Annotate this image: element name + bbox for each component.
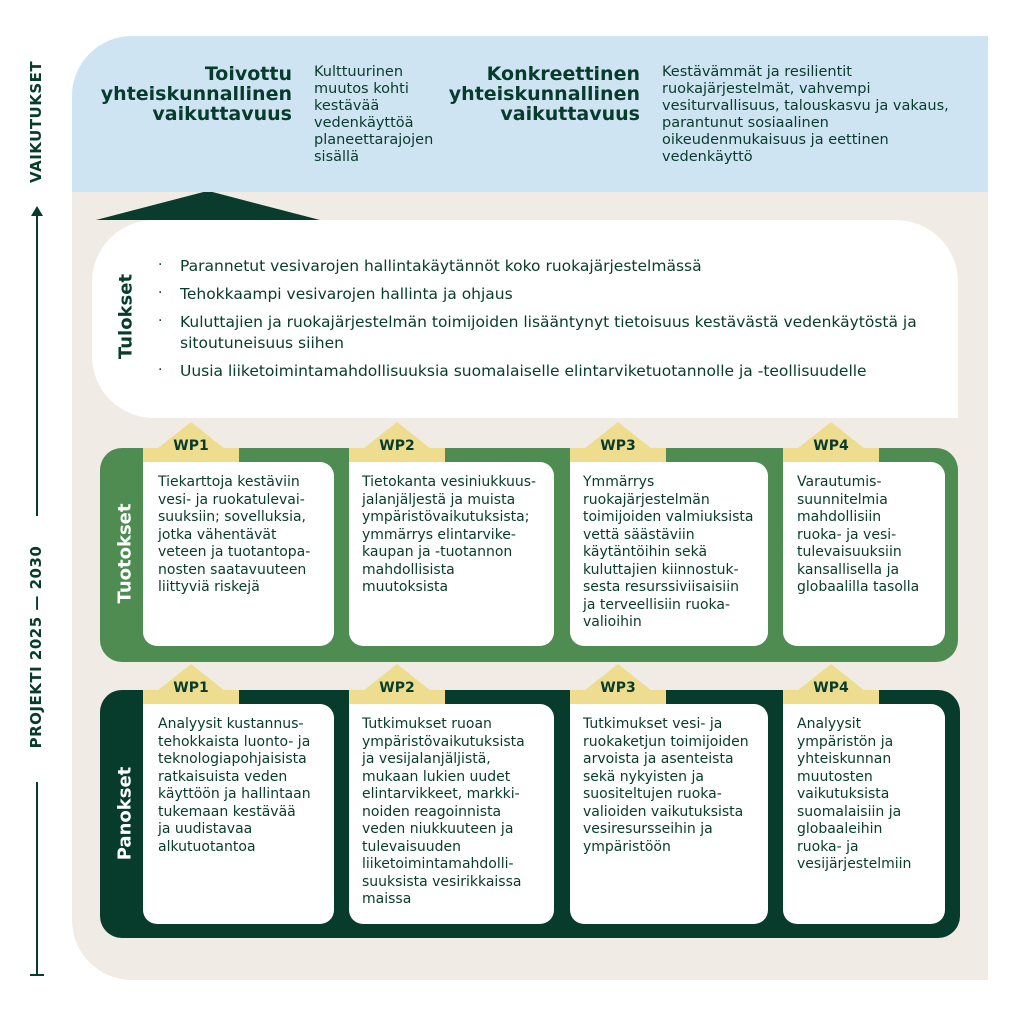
wp-label: WP1 bbox=[173, 680, 209, 696]
wp-label: WP4 bbox=[813, 438, 849, 454]
wp-tab-base bbox=[570, 448, 666, 462]
wp-tab-base bbox=[349, 448, 445, 462]
list-item: · Kuluttajien ja ruokajärjestelmän toimij… bbox=[158, 312, 948, 354]
bullet-icon: · bbox=[158, 313, 163, 329]
wp-tab-base bbox=[570, 690, 666, 704]
concrete-impact-text: Kestävämmät ja resilientit ruokajärjeste… bbox=[662, 64, 949, 165]
axis-label-vaikutukset: VAIKUTUKSET bbox=[27, 60, 45, 183]
tuotos-card bbox=[570, 462, 768, 646]
panos-card-text: Analyysit kustannus- tehokkaista luonto-… bbox=[158, 716, 311, 855]
tuotos-card bbox=[143, 462, 334, 646]
list-item-text: Uusia liiketoimintamahdollisuuksia suoma… bbox=[180, 362, 867, 380]
tuotos-card bbox=[783, 462, 945, 646]
tulokset-label: Tulokset bbox=[115, 273, 137, 360]
list-item-text: Kuluttajien ja ruokajärjestelmän toimijo… bbox=[180, 313, 917, 352]
wp-label: WP2 bbox=[379, 680, 415, 696]
list-item-text: Tehokkaampi vesivarojen hallinta ja ohja… bbox=[180, 285, 513, 303]
axis-label-projekti: PROJEKTI 2025 — 2030 bbox=[27, 545, 45, 749]
tuotos-card-text: Varautumis- suunnitelmia mahdollisiin ru… bbox=[797, 474, 920, 595]
panos-card bbox=[349, 704, 554, 924]
axis-line-bottom bbox=[36, 782, 38, 974]
panos-card bbox=[783, 704, 945, 924]
wp-label: WP2 bbox=[379, 438, 415, 454]
wp-label: WP3 bbox=[600, 680, 636, 696]
wp-tab-base bbox=[143, 690, 239, 704]
impact-band bbox=[72, 36, 988, 192]
panos-card-text: Analyysit ympäristön ja yhteiskunnan muu… bbox=[797, 716, 912, 872]
wp-label: WP4 bbox=[813, 680, 849, 696]
wp-tab-base bbox=[783, 448, 879, 462]
list-item: · Tehokkaampi vesivarojen hallinta ja ohj… bbox=[158, 284, 948, 305]
tuotos-card-text: Tietokanta vesiniukkuus- jalanjäljestä j… bbox=[362, 474, 537, 595]
bullet-icon: · bbox=[158, 362, 163, 378]
panos-card-text: Tutkimukset vesi- ja ruokaketjun toimijo… bbox=[583, 716, 749, 855]
list-item: · Parannetut vesivarojen hallintakäytännö… bbox=[158, 256, 948, 277]
panos-card bbox=[570, 704, 768, 924]
panokset-label: Panokset bbox=[114, 766, 136, 861]
concrete-impact-heading: Konkreettinen yhteiskunnallinen vaikutta… bbox=[448, 63, 640, 125]
axis-arrow-up-icon bbox=[31, 206, 43, 216]
desired-impact-heading: Toivottu yhteiskunnallinen vaikuttavuus bbox=[100, 63, 292, 125]
panos-card bbox=[143, 704, 334, 924]
bullet-icon: · bbox=[158, 257, 163, 273]
list-item-text: Parannetut vesivarojen hallintakäytännöt… bbox=[180, 257, 702, 275]
wp-tab-base bbox=[783, 690, 879, 704]
wp-label: WP3 bbox=[600, 438, 636, 454]
tuotokset-label: Tuotokset bbox=[114, 503, 136, 604]
axis-line-top bbox=[36, 214, 38, 516]
wp-tab-base bbox=[349, 690, 445, 704]
panos-card-text: Tutkimukset ruoan ympäristövaikutuksista… bbox=[362, 716, 525, 907]
bullet-icon: · bbox=[158, 285, 163, 301]
desired-impact-text: Kulttuurinen muutos kohti kestävää veden… bbox=[314, 64, 434, 165]
tuotos-card-text: Ymmärrys ruokajärjestelmän toimijoiden v… bbox=[583, 474, 754, 630]
tulokset-list: · Parannetut vesivarojen hallintakäytännö… bbox=[158, 256, 948, 389]
tuotos-card bbox=[349, 462, 554, 646]
tuotos-card-text: Tiekarttoja kestäviin vesi- ja ruokatule… bbox=[158, 474, 311, 595]
wp-label: WP1 bbox=[173, 438, 209, 454]
tulokset-box bbox=[92, 220, 958, 418]
wp-tab-base bbox=[143, 448, 239, 462]
axis-end-mark bbox=[30, 974, 44, 976]
list-item: · Uusia liiketoimintamahdollisuuksia suom… bbox=[158, 361, 948, 382]
